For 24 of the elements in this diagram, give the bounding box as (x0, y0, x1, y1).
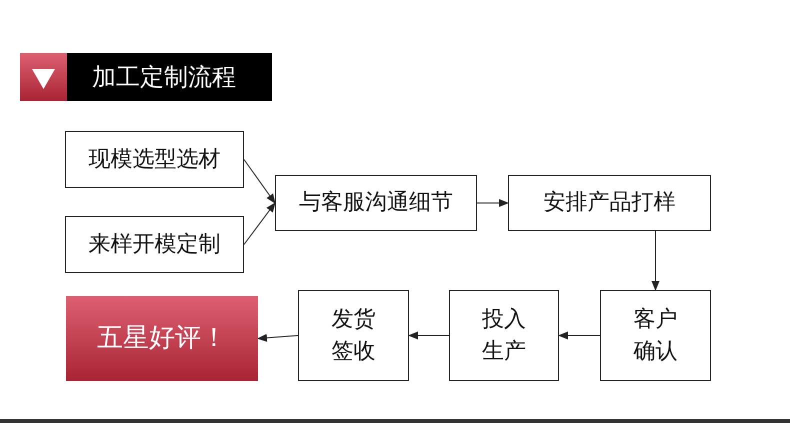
process-box (65, 216, 244, 273)
step-label: 投入生产 (481, 306, 527, 366)
step-label: 安排产品打样 (544, 189, 676, 218)
arrow (408, 332, 450, 340)
process-box (275, 175, 477, 231)
step-label: 来样开模定制 (88, 230, 220, 259)
arrow (257, 334, 298, 342)
arrow (558, 332, 600, 340)
process-box (449, 290, 559, 381)
arrow (652, 230, 660, 291)
step-label: 客户确认 (632, 306, 678, 366)
process-box (65, 131, 244, 188)
step-label: 发货签收 (330, 306, 376, 366)
title: 加工定制流程 (92, 62, 236, 93)
arrow (244, 202, 276, 245)
step-label: 现模选型选材 (88, 146, 220, 174)
process-box (600, 290, 711, 381)
arrow (244, 159, 276, 204)
step-label: 与客服沟通细节 (299, 189, 453, 218)
step-label: 五星好评！ (97, 322, 227, 355)
arrow (476, 199, 509, 207)
process-box (508, 175, 711, 231)
process-box (298, 290, 409, 381)
highlight-box (66, 296, 258, 381)
